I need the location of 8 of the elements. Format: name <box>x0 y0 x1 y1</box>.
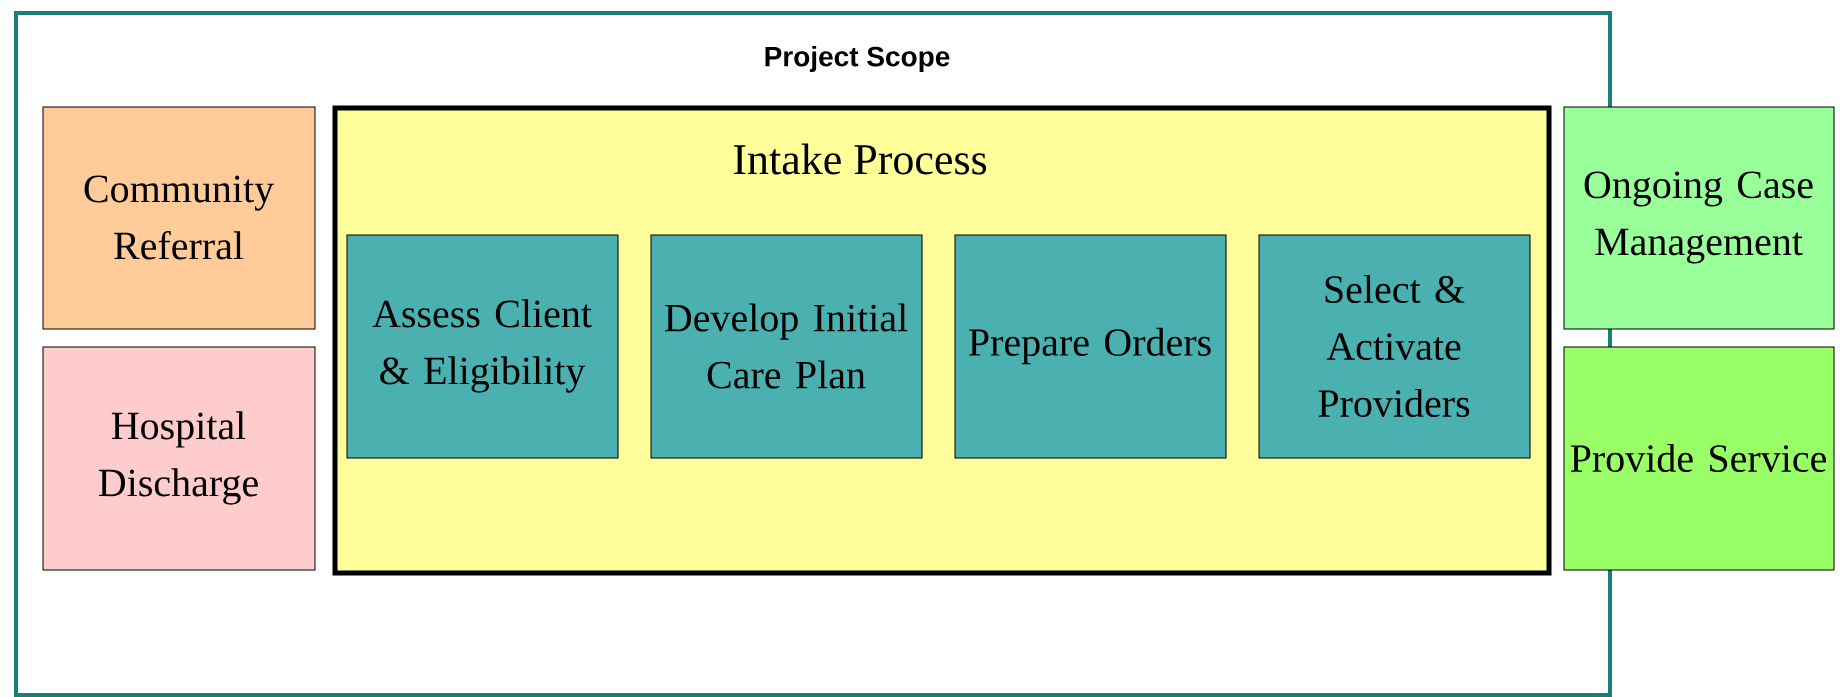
process-box: Select & Activate Providers <box>1258 234 1531 459</box>
process-box: Provide Service <box>1563 346 1835 571</box>
process-box: Assess Client & Eligibility <box>346 234 619 459</box>
process-box: Prepare Orders <box>954 234 1227 459</box>
process-box: Hospital Discharge <box>42 346 316 571</box>
process-box: Develop Initial Care Plan <box>650 234 923 459</box>
process-box: Community Referral <box>42 106 316 330</box>
process-box: Ongoing Case Management <box>1563 106 1835 330</box>
